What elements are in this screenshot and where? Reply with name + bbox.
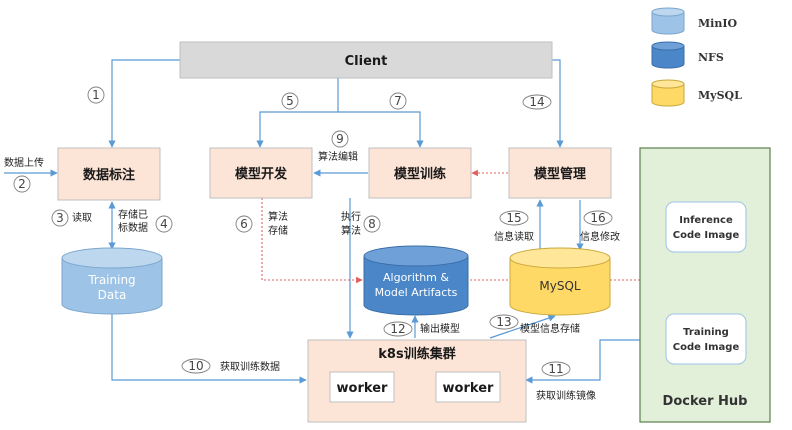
- model-train-label: 模型训练: [394, 166, 446, 182]
- note-stored-2: 标数据: [118, 221, 148, 234]
- step-9-circle: [331, 130, 349, 148]
- legend: MinIO NFS MySQL: [651, 7, 742, 107]
- note-exec-1: 执行: [341, 210, 361, 223]
- note-algo-store-1: 算法: [268, 210, 288, 223]
- step-3: 3: [56, 211, 64, 225]
- step-markers: [13, 86, 613, 377]
- note-stored-1: 存储已: [118, 208, 148, 221]
- step-16: 16: [590, 211, 605, 225]
- step-9: 9: [336, 132, 344, 146]
- training-image-box: [665, 313, 747, 365]
- step-6: 6: [240, 217, 248, 231]
- edge-client-dev: [256, 78, 339, 148]
- training-data-line1: Training: [87, 273, 135, 287]
- legend-nfs: NFS: [651, 41, 724, 69]
- step-12: 12: [390, 322, 405, 336]
- step-2-circle: [13, 175, 31, 193]
- edge-data-k8s: [111, 312, 307, 384]
- artifacts-line1: Algorithm &: [383, 271, 449, 284]
- training-data-cylinder: Training Data: [61, 247, 163, 315]
- note-info-modify: 信息修改: [580, 230, 620, 243]
- note-algo-store-2: 存储: [268, 224, 288, 237]
- inference-image-box: [665, 201, 747, 253]
- step-6-circle: [235, 215, 253, 233]
- step-13: 13: [496, 315, 511, 329]
- step-8: 8: [368, 217, 376, 231]
- artifacts-line2: Model Artifacts: [375, 286, 458, 299]
- docker-hub-label: Docker Hub: [663, 394, 748, 409]
- note-data-upload: 数据上传: [4, 156, 44, 169]
- step-10-oval: [181, 358, 211, 374]
- step-7: 7: [394, 94, 402, 108]
- step-11: 11: [548, 362, 563, 376]
- annotation-box: [57, 147, 161, 201]
- step-15-oval: [499, 210, 529, 226]
- inference-image-line2: Code Image: [673, 230, 740, 241]
- edge-k8s-mysql: [489, 314, 556, 339]
- step-1: 1: [92, 88, 100, 102]
- note-algo-edit: 算法编辑: [318, 150, 358, 163]
- note-read: 读取: [72, 211, 92, 224]
- step-2: 2: [18, 177, 26, 191]
- note-output-model: 输出模型: [420, 322, 460, 335]
- step-11-oval: [541, 361, 571, 377]
- worker-1-box: [329, 371, 395, 403]
- edge-image-k8s: [525, 339, 666, 384]
- step-3-circle: [51, 209, 69, 227]
- model-dev-box: [209, 147, 313, 199]
- training-image-line2: Code Image: [673, 342, 740, 353]
- blue-connectors: [4, 59, 666, 384]
- step-15: 15: [506, 211, 521, 225]
- model-dev-label: 模型开发: [235, 166, 288, 182]
- client-box: [179, 41, 553, 79]
- step-14-oval: [522, 94, 552, 110]
- legend-minio: MinIO: [651, 7, 737, 35]
- step-4: 4: [160, 217, 168, 231]
- mysql-label: MySQL: [539, 279, 581, 293]
- step-5: 5: [286, 94, 294, 108]
- training-data-line2: Data: [98, 288, 127, 302]
- legend-nfs-label: NFS: [698, 51, 724, 64]
- legend-mysql: MySQL: [651, 79, 742, 107]
- legend-mysql-label: MySQL: [698, 89, 742, 102]
- annotation-label: 数据标注: [83, 167, 135, 183]
- step-5-circle: [281, 92, 299, 110]
- step-7-circle: [389, 92, 407, 110]
- note-model-info-store: 模型信息存储: [520, 322, 580, 335]
- edge-client-manage: [552, 59, 564, 148]
- worker-2-box: [435, 371, 501, 403]
- step-8-circle: [363, 215, 381, 233]
- step-16-oval: [583, 210, 613, 226]
- note-info-read: 信息读取: [494, 230, 534, 243]
- edge-client-annotation: [108, 59, 180, 148]
- docker-hub-box: [639, 147, 771, 423]
- artifacts-cylinder: Algorithm & Model Artifacts: [363, 245, 469, 316]
- worker-2-label: worker: [443, 381, 494, 396]
- mysql-cylinder: MySQL: [509, 247, 611, 316]
- edge-client-train: [338, 111, 424, 148]
- inference-image-line1: Inference: [679, 215, 733, 226]
- edge-dev-artifacts: [261, 198, 363, 284]
- step-10: 10: [188, 359, 203, 373]
- worker-1-label: worker: [337, 381, 388, 396]
- note-get-train-data: 获取训练数据: [220, 360, 280, 373]
- step-14: 14: [529, 95, 544, 109]
- training-image-line1: Training: [683, 327, 729, 338]
- note-get-train-image: 获取训练镜像: [536, 389, 596, 402]
- legend-minio-label: MinIO: [698, 17, 737, 30]
- note-exec-2: 算法: [341, 224, 361, 237]
- model-train-box: [368, 147, 472, 199]
- model-manage-label: 模型管理: [534, 166, 586, 182]
- step-1-circle: [87, 86, 105, 104]
- step-4-circle: [155, 215, 173, 233]
- client-label: Client: [345, 54, 388, 69]
- k8s-cluster-label: k8s训练集群: [378, 346, 455, 362]
- model-manage-box: [508, 147, 612, 199]
- step-12-oval: [383, 321, 413, 337]
- step-13-oval: [489, 314, 519, 330]
